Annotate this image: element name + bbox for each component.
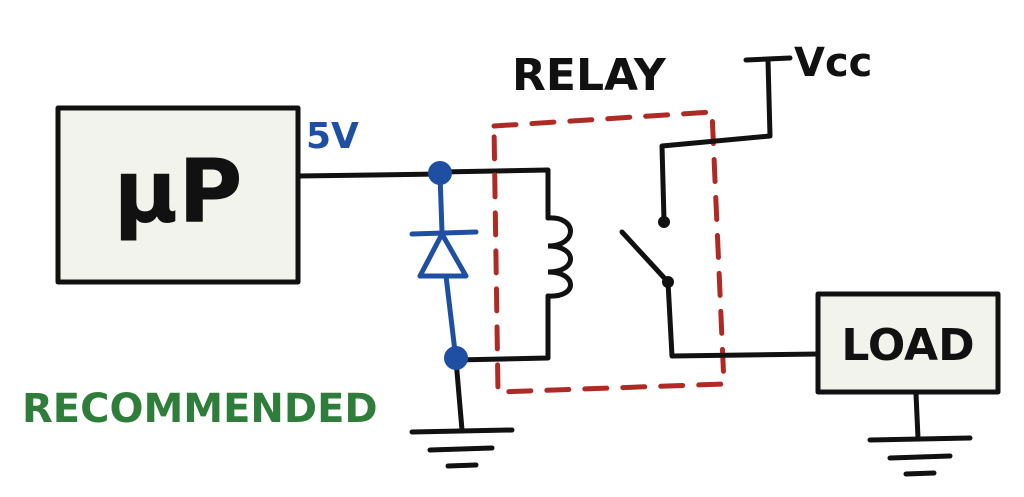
ground-wire-left	[453, 357, 465, 433]
flyback-diode	[409, 171, 479, 363]
load-label: LOAD	[841, 320, 974, 371]
vcc-terminal	[659, 55, 793, 223]
relay-label: RELAY	[512, 50, 667, 101]
vcc-label: Vcc	[794, 40, 872, 86]
switch-contact-top	[658, 216, 670, 228]
signal-wire	[295, 171, 443, 179]
microprocessor-box	[55, 105, 301, 285]
relay-outline	[491, 109, 727, 395]
microprocessor-label: μP	[113, 140, 242, 243]
junction-dot-bottom	[444, 346, 468, 370]
ground-wire-right	[913, 391, 921, 441]
ground-symbol-right	[867, 435, 973, 477]
voltage-label: 5V	[306, 116, 359, 157]
relay-switch	[619, 229, 671, 285]
coil-top-wire	[437, 167, 551, 221]
load-box	[815, 291, 1001, 395]
ground-symbol-left	[409, 427, 515, 469]
load-wire	[665, 279, 823, 359]
recommended-label: RECOMMENDED	[22, 386, 378, 432]
coil-bottom-wire	[453, 293, 551, 363]
relay-coil	[545, 215, 573, 299]
junction-dot-top	[428, 161, 452, 185]
